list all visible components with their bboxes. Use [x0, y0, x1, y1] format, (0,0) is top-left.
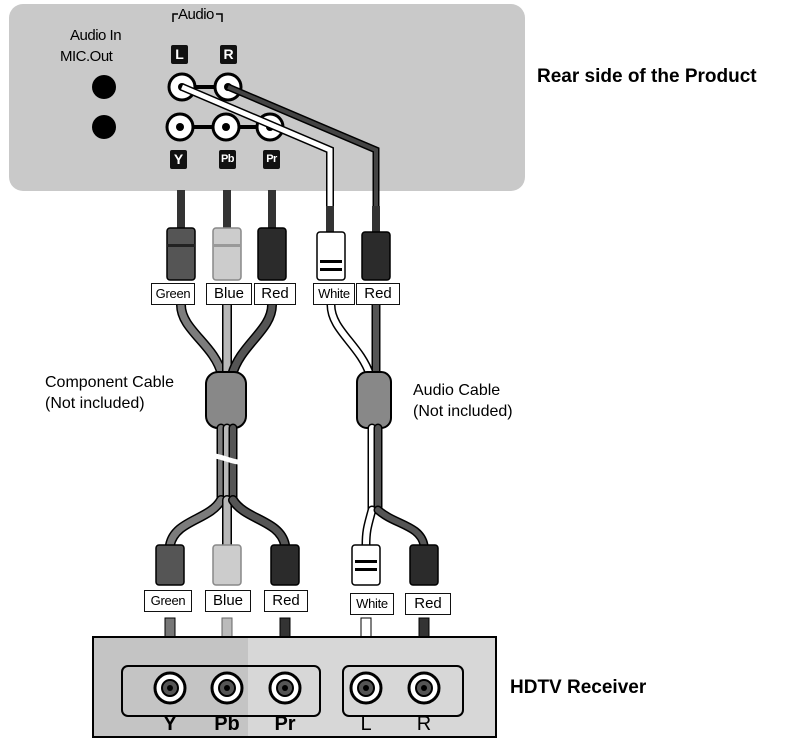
- top-label-red: Red: [254, 283, 296, 305]
- left-channel-badge: L: [171, 45, 188, 64]
- component-port-group: [121, 665, 321, 717]
- bottom-label-green: Green: [144, 590, 192, 612]
- receiver-port-r: R: [416, 713, 432, 735]
- bottom-label-white: White: [350, 593, 394, 615]
- receiver-port-y: Y: [163, 713, 177, 735]
- pb-badge: Pb: [219, 150, 236, 169]
- bottom-label-blue: Blue: [205, 590, 251, 612]
- top-red-plug: [257, 190, 287, 281]
- receiver-port-pb: Pb: [214, 713, 240, 735]
- top-blue-plug: [212, 190, 242, 281]
- product-component-jacks: [165, 112, 285, 142]
- receiver-port-l: L: [360, 713, 372, 735]
- component-cable-line2: (Not included): [45, 395, 145, 412]
- top-audio-red-plug: [361, 206, 391, 281]
- receiver-jacks: [153, 671, 441, 705]
- mic-out-jack: [92, 115, 116, 139]
- audio-cable-line1: Audio Cable: [413, 382, 501, 399]
- audio-cable-caption: Audio Cable (Not included): [413, 380, 513, 422]
- audio-cable-bundle: [326, 300, 429, 550]
- product-caption: Rear side of the Product: [537, 66, 757, 87]
- component-cable-caption: Component Cable (Not included): [45, 372, 174, 414]
- top-label-white: White: [313, 283, 355, 305]
- top-label-green: Green: [151, 283, 195, 305]
- mic-out-label: MIC.Out: [60, 48, 113, 65]
- red-audio-wire: [227, 85, 378, 210]
- audio-port-group: [342, 665, 464, 717]
- component-cable-bundle: [165, 300, 290, 550]
- pr-badge: Pr: [263, 150, 280, 169]
- top-white-plug: [316, 206, 346, 281]
- top-label-audio-red: Red: [356, 283, 400, 305]
- audio-header-bracket: [172, 13, 223, 22]
- receiver-caption: HDTV Receiver: [510, 677, 647, 698]
- audio-header-label: Audio: [178, 6, 214, 23]
- right-channel-badge: R: [220, 45, 237, 64]
- component-cable-line1: Component Cable: [45, 374, 174, 391]
- audio-cable-line2: (Not included): [413, 403, 513, 420]
- y-badge: Y: [170, 150, 187, 169]
- top-label-blue: Blue: [206, 283, 252, 305]
- white-audio-wire: [181, 84, 333, 210]
- top-green-plug: [166, 190, 196, 281]
- receiver-port-pr: Pr: [274, 713, 296, 735]
- bottom-label-red: Red: [264, 590, 308, 612]
- bottom-label-audio-red: Red: [405, 593, 451, 615]
- audio-in-jack: [92, 75, 116, 99]
- audio-in-label: Audio In: [70, 27, 122, 44]
- component-cable-cut-mark: [204, 453, 250, 465]
